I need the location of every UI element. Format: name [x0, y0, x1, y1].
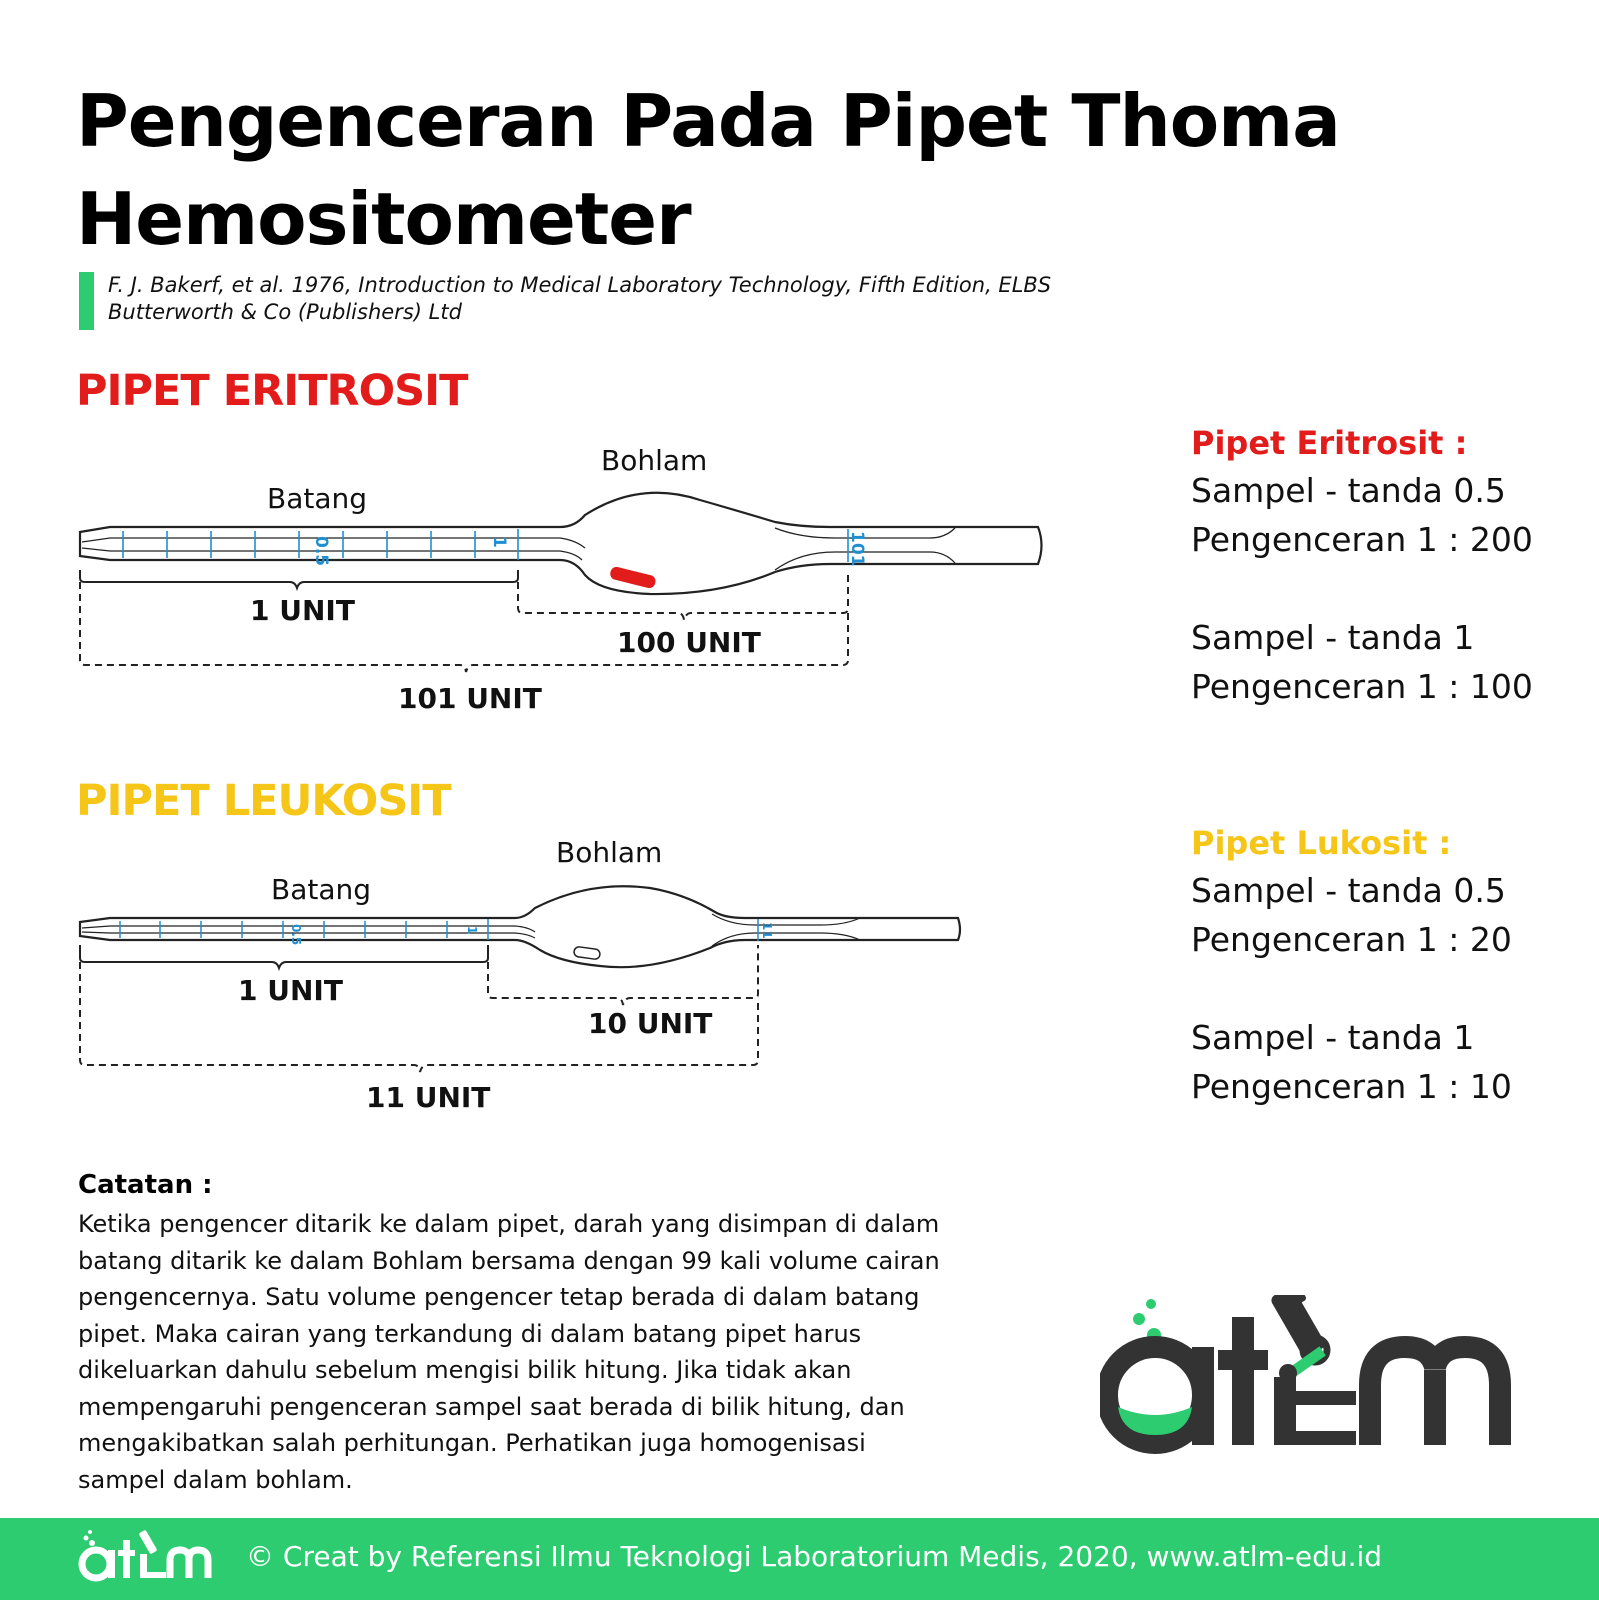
leukosit-line-4: Pengenceran 1 : 10 [1191, 1067, 1512, 1106]
eritrosit-unit-total: 101 UNIT [398, 682, 542, 715]
leukosit-line-2: Pengenceran 1 : 20 [1191, 920, 1512, 959]
eritrosit-scale-ticks [122, 529, 849, 562]
leukosit-line-3: Sampel - tanda 1 [1191, 1018, 1475, 1057]
eritrosit-stem-outline [78, 491, 1043, 596]
eritrosit-line-1: Sampel - tanda 0.5 [1191, 471, 1506, 510]
eritrosit-line-4: Pengenceran 1 : 100 [1191, 667, 1533, 706]
leukosit-side-heading: Pipet Lukosit : [1191, 824, 1452, 862]
leukosit-batang-label: Batang [271, 873, 371, 906]
footer-bar [0, 1518, 1599, 1600]
eritrosit-line-3: Sampel - tanda 1 [1191, 618, 1475, 657]
leukosit-mark-one: 1 [465, 926, 479, 934]
reference-accent-bar [79, 272, 94, 330]
catatan-body: Ketika pengencer ditarik ke dalam pipet,… [78, 1210, 940, 1494]
page-title-line2: Hemositometer [76, 177, 692, 261]
eritrosit-heading: PIPET ERITROSIT [76, 366, 468, 416]
eritrosit-neck-inner-top [774, 527, 956, 539]
reference-citation: F. J. Bakerf, et al. 1976, Introduction … [108, 272, 1108, 326]
leukosit-heading: PIPET LEUKOSIT [76, 776, 452, 826]
leukosit-unit-total: 11 UNIT [366, 1081, 490, 1114]
atlm-logo: atlm [1100, 1295, 1511, 1454]
leukosit-capillary-top [81, 925, 536, 933]
leukosit-brackets [79, 945, 759, 1073]
eritrosit-capillary-bottom [81, 547, 583, 561]
leukosit-stem-outline [78, 885, 962, 969]
eritrosit-mark-half: 0.5 [311, 536, 331, 566]
leukosit-unit-bulb: 10 UNIT [588, 1007, 712, 1040]
page-title-line1: Pengenceran Pada Pipet Thoma [76, 79, 1341, 163]
eritrosit-mixing-bead [610, 566, 656, 589]
leukosit-pipette-diagram: 0.5 1 11 Bohlam Batang 1 UNIT 10 UNIT 11… [78, 836, 962, 1114]
eritrosit-batang-label: Batang [267, 482, 367, 515]
footer-logo [78, 1530, 212, 1582]
eritrosit-mark-end: 101 [847, 531, 867, 567]
leukosit-neck-inner-bottom [711, 932, 861, 947]
eritrosit-capillary-top [81, 537, 586, 549]
leukosit-info-panel: Pipet Lukosit : Sampel - tanda 0.5 Penge… [1191, 824, 1512, 1111]
eritrosit-info-panel: Pipet Eritrosit : Sampel - tanda 0.5 Pen… [1191, 424, 1533, 711]
eritrosit-side-heading: Pipet Eritrosit : [1191, 424, 1468, 462]
footer-credit: © Creat by Referensi Ilmu Teknologi Labo… [246, 1540, 1383, 1573]
page-title: Pengenceran Pada Pipet Thoma Hemositomet… [76, 72, 1341, 268]
eritrosit-unit-bulb: 100 UNIT [617, 626, 761, 659]
eritrosit-mark-one: 1 [489, 536, 509, 548]
leukosit-unit-stem: 1 UNIT [238, 974, 343, 1007]
leukosit-scale-ticks [119, 919, 759, 941]
leukosit-mark-half: 0.5 [289, 924, 303, 945]
eritrosit-line-2: Pengenceran 1 : 200 [1191, 520, 1533, 559]
leukosit-bohlam-label: Bohlam [556, 836, 662, 869]
reference-line2: Butterworth & Co (Publishers) Ltd [108, 300, 462, 324]
eritrosit-brackets [79, 570, 849, 673]
eritrosit-neck-inner-bottom [774, 551, 956, 571]
reference-line1: F. J. Bakerf, et al. 1976, Introduction … [108, 273, 1052, 297]
leukosit-neck-inner-top [711, 913, 861, 926]
leukosit-mixing-bead [573, 946, 601, 960]
leukosit-capillary-bottom [81, 931, 536, 939]
leukosit-line-1: Sampel - tanda 0.5 [1191, 871, 1506, 910]
leukosit-mark-end: 11 [760, 922, 774, 939]
eritrosit-unit-stem: 1 UNIT [250, 594, 355, 627]
eritrosit-bohlam-label: Bohlam [601, 444, 707, 477]
catatan-heading: Catatan : [78, 1170, 213, 1200]
